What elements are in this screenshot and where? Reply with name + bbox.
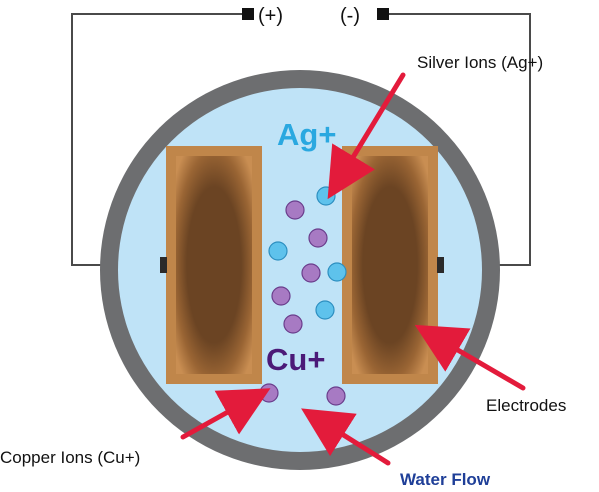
copper-ion — [271, 286, 291, 306]
cu-symbol: Cu+ — [266, 342, 325, 377]
label-copper-ions: Copper Ions (Cu+) — [0, 448, 140, 467]
terminal-positive-block — [242, 8, 254, 20]
silver-ion — [315, 300, 335, 320]
electrode-right — [342, 146, 444, 384]
terminal-negative-block — [377, 8, 389, 20]
copper-ion — [308, 228, 328, 248]
arrow-electrodes — [414, 324, 526, 391]
copper-ion — [283, 314, 303, 334]
electrode-left — [160, 146, 262, 384]
label-silver-ions: Silver Ions (Ag+) — [417, 53, 543, 72]
arrow-silver — [327, 72, 406, 200]
arrow-water-flow — [301, 408, 391, 466]
label-electrodes: Electrodes — [486, 396, 566, 415]
copper-ion — [285, 200, 305, 220]
pointer-arrows — [180, 72, 526, 466]
silver-ion — [327, 262, 347, 282]
copper-ion — [326, 386, 346, 406]
terminal-negative-label: (-) — [340, 5, 360, 27]
label-water-flow: Water Flow — [400, 470, 491, 487]
arrow-copper — [180, 388, 271, 440]
ag-symbol: Ag+ — [277, 117, 336, 152]
copper-ion — [301, 263, 321, 283]
copper-ion — [259, 383, 279, 403]
terminal-positive-label: (+) — [258, 5, 283, 27]
silver-ion — [316, 186, 336, 206]
silver-ion — [268, 241, 288, 261]
